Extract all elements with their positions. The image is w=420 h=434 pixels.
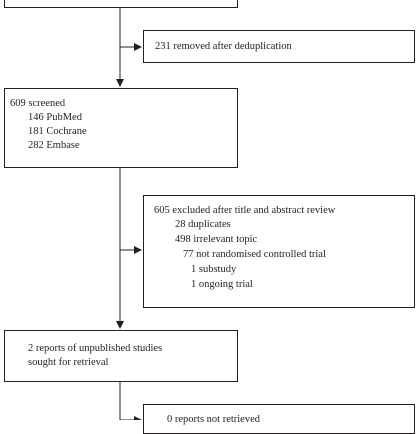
screened-source-cochrane: 181 Cochrane (28, 126, 87, 137)
excluded-reason-irrelevant: 498 irrelevant topic (175, 234, 258, 245)
excluded-reason-duplicates: 28 duplicates (175, 219, 231, 230)
excluded-reason-substudy: 1 substudy (191, 264, 237, 275)
screened-title: 609 screened (10, 98, 66, 109)
reports-line-2: sought for retrieval (28, 357, 109, 368)
screened-box: 609 screened 146 PubMed 181 Cochrane 282… (4, 88, 238, 168)
deduplication-box: 231 removed after deduplication (143, 30, 415, 63)
excluded-reason-not-rct: 77 not randomised controlled trial (183, 249, 326, 260)
not-retrieved-box: 0 reports not retrieved (143, 404, 415, 434)
top-box (4, 0, 238, 8)
screened-source-pubmed: 146 PubMed (28, 112, 82, 123)
excluded-box: 605 excluded after title and abstract re… (143, 195, 415, 308)
excluded-title: 605 excluded after title and abstract re… (154, 205, 336, 216)
screened-source-embase: 282 Embase (28, 140, 80, 151)
excluded-reason-ongoing: 1 ongoing trial (191, 279, 253, 290)
reports-line-1: 2 reports of unpublished studies (28, 343, 163, 354)
deduplication-text: 231 removed after deduplication (155, 41, 292, 52)
reports-box: 2 reports of unpublished studies sought … (4, 330, 238, 382)
flow-connectors (116, 8, 142, 420)
